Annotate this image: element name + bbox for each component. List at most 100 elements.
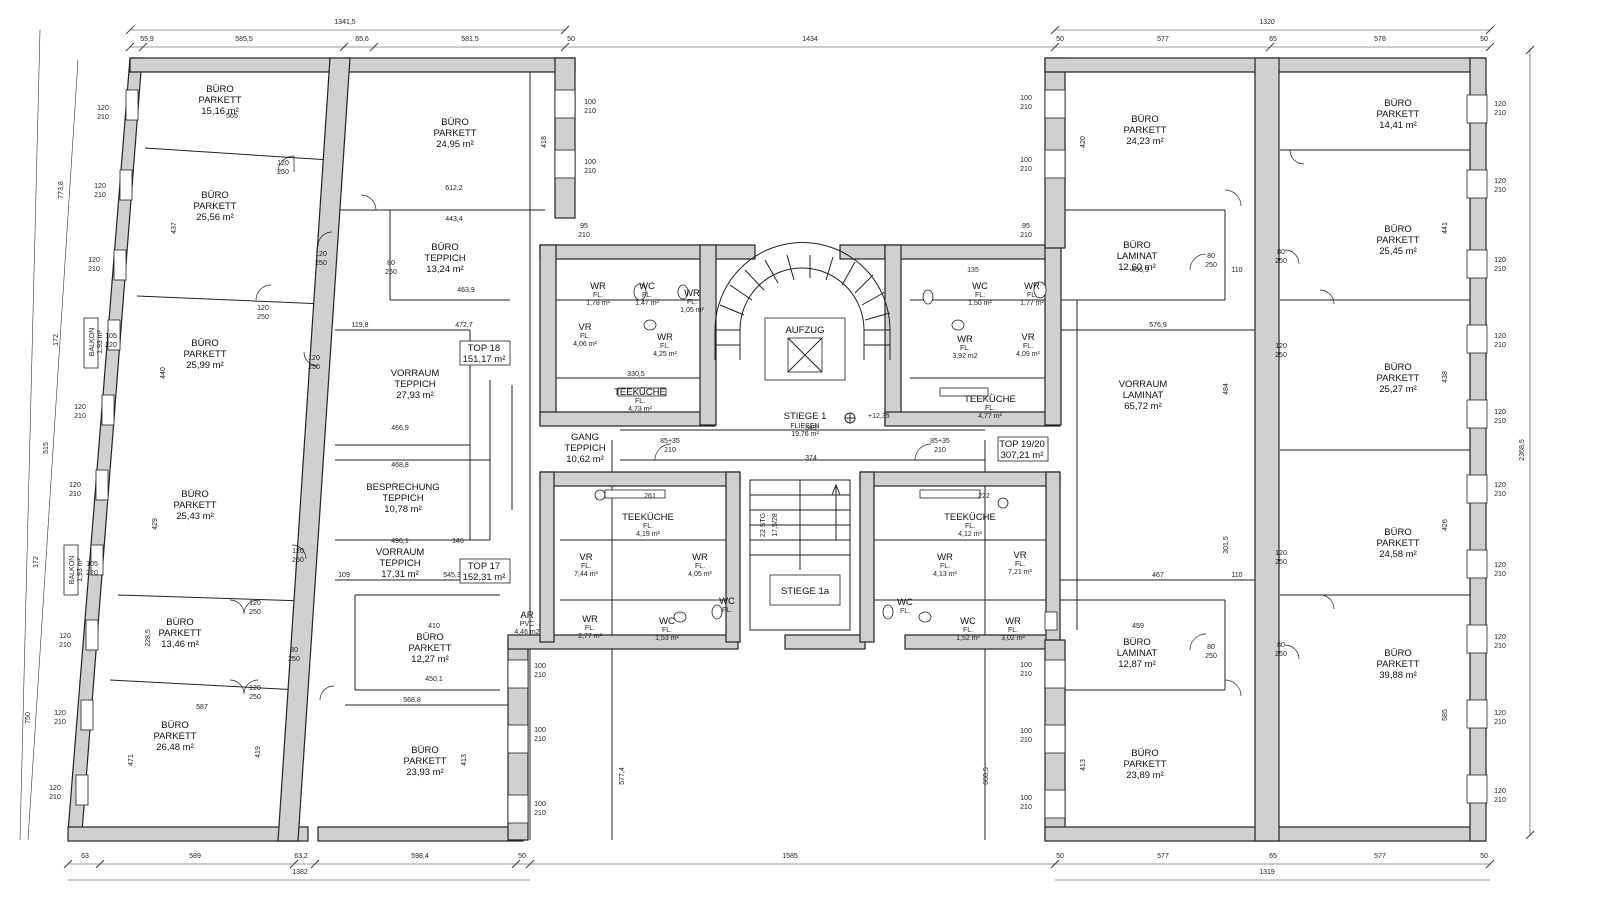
opening-height: 210 [1020,671,1032,678]
balcony-top-name: BALKON [89,328,96,356]
door-height: 250 [249,694,261,701]
room-name: BÜRO [201,190,228,201]
opening-width: 120 [54,710,66,717]
wet-room-name: TEEKÜCHE [944,512,996,523]
room-floor: LAMINAT [1123,390,1164,401]
dimension-value: 50 [1480,853,1488,860]
dimension-value: 65 [1269,853,1277,860]
wet-room-floor: FL. [642,292,652,299]
dimension-value: 441 [1442,222,1449,234]
dimension-lines [19,25,1535,881]
wet-room-name: WR [582,614,598,625]
room-name: BÜRO [441,117,468,128]
dimension-value: 172 [33,556,40,568]
room-area: 25,27 m² [1379,384,1417,395]
dimension-value: 468,8 [391,462,409,469]
room-floor: TEPPICH [424,253,465,264]
dimension-value: 110 [1231,267,1242,274]
room-floor: PARKETT [158,628,201,639]
wet-room-name: WR [1005,616,1021,627]
room-name: GANG [571,432,599,443]
dimension-value: 577 [1157,36,1169,43]
wet-room-name: TEEKÜCHE [964,394,1016,405]
opening-marks: 1202101202101202101202101202101202101202… [49,95,1506,817]
opening-width: 100 [1020,728,1032,735]
opening-width: 120 [1494,101,1506,108]
wet-room-name: TEEKÜCHE [622,512,674,523]
dimension-value: 587 [196,704,208,711]
room-area: 10,62 m² [566,454,604,465]
door-width: 120 [277,160,289,167]
dimension-value: 50 [1056,36,1064,43]
room-name: VORRAUM [376,547,425,558]
wet-room-name: WC [659,616,675,627]
room-area: 25,56 m² [196,212,234,223]
room-area: 27,93 m² [396,390,434,401]
wet-room-floor: FL. [975,292,985,299]
dimension-value: 585,5 [235,36,253,43]
wet-room-name: VR [578,322,591,333]
dimension-value: 110 [1231,572,1242,579]
room-floor: PARKETT [1376,109,1419,120]
opening-height: 210 [664,447,676,454]
room-name: VORRAUM [391,368,440,379]
wet-room-area: 1,50 m² [968,300,992,307]
dimension-value: 598,4 [411,853,429,860]
staircase-1-floor: FLIESEN [790,423,819,430]
wet-room-name: WR [937,552,953,563]
room-area: 24,23 m² [1126,136,1164,147]
wet-room-floor: PVC [520,621,534,628]
wet-room-floor: FL. [940,563,950,570]
opening-height: 210 [1494,719,1506,726]
opening-width: 95 [1022,223,1030,230]
room-name: BÜRO [1131,748,1158,759]
wet-room-area: 4,05 m² [688,571,712,578]
opening-height: 210 [534,672,546,679]
room-name: BÜRO [166,617,193,628]
door-swings [229,149,1335,701]
room-floor: PARKETT [1376,373,1419,384]
wet-room-name: VR [1013,550,1026,561]
room-name: BÜRO [416,632,443,643]
opening-width: 120 [59,633,71,640]
dimension-value: 65 [1269,36,1277,43]
dimension-value: 459 [1132,623,1144,630]
door-height: 250 [1205,653,1217,660]
room-area: 13,24 m² [426,264,464,275]
door-height: 250 [288,656,300,663]
room-name: BÜRO [1384,98,1411,109]
wet-room-name: WC [960,616,976,627]
dimension-value: 1585 [782,853,798,860]
dimension-value: 1319 [1259,869,1275,876]
room-floor: PARKETT [193,201,236,212]
dimension-value: 228,5 [145,629,152,647]
door-width: 120 [249,685,261,692]
wet-room-area: 7,44 m² [574,571,598,578]
wet-room-area: 1,77 m² [1020,300,1044,307]
room-floor: PARKETT [1123,759,1166,770]
wet-room-floor: FL. [1027,292,1037,299]
opening-width: 100 [534,801,546,808]
wet-room-area: 4,25 m² [653,351,677,358]
dimension-value: 577,4 [619,767,626,785]
wet-room-area: 4,19 m² [636,531,660,538]
room-name: BESPRECHUNG [366,482,439,493]
dimension-value: 2368,5 [1519,439,1526,461]
wet-room-floor: FL. [695,563,705,570]
unit-label: TOP 18 [468,343,500,354]
dimension-value: 437 [171,222,178,234]
wet-room-floor: FL. [1015,561,1025,568]
room-area: 13,46 m² [161,639,199,650]
dimension-value: 420 [1080,136,1087,148]
opening-height: 210 [1020,737,1032,744]
wet-room-name: AR [520,610,533,621]
wet-room-area: 4,06 m² [573,341,597,348]
door-height: 250 [1275,651,1287,658]
room-area: 17,31 m² [381,569,419,580]
unit-area: 151,17 m² [463,354,506,365]
opening-height: 220 [86,570,98,577]
